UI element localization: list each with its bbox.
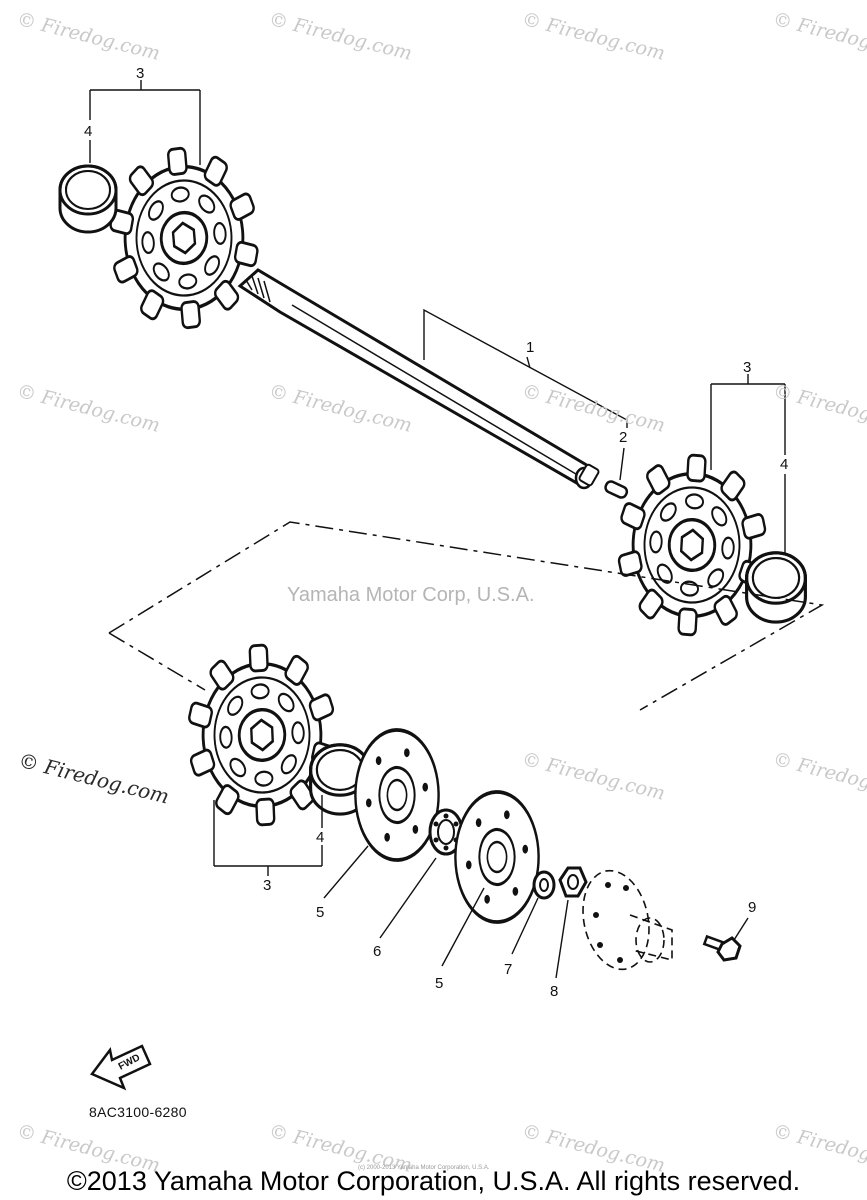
callout-label: 4 xyxy=(84,123,93,140)
bolt xyxy=(702,934,742,962)
washer xyxy=(532,870,556,900)
plate-2 xyxy=(441,771,553,943)
assembly-boundary xyxy=(108,521,825,711)
callout-label: 1 xyxy=(526,339,535,356)
sprocket-right xyxy=(612,447,772,643)
hub-holes xyxy=(593,882,629,963)
callout-label: 3 xyxy=(263,877,272,894)
callout-label: 5 xyxy=(316,904,325,921)
callout-label: 4 xyxy=(780,456,789,473)
callout-label: 8 xyxy=(550,983,559,1000)
callout-label: 5 xyxy=(435,975,444,992)
callout-label: 4 xyxy=(316,829,325,846)
callout-label: 3 xyxy=(743,359,752,376)
callout-label: 2 xyxy=(619,429,628,446)
copyright-notice: ©2013 Yamaha Motor Corporation, U.S.A. A… xyxy=(66,1166,801,1196)
callout-label: 7 xyxy=(504,961,513,978)
nut xyxy=(558,866,588,898)
center-watermark: Yamaha Motor Corp, U.S.A. xyxy=(287,584,535,606)
leader-lines xyxy=(89,80,786,979)
callout-label: 3 xyxy=(136,65,145,82)
collar-upper-left xyxy=(58,164,118,234)
bearing xyxy=(428,808,464,856)
hub-reference xyxy=(582,869,673,971)
sprocket-upper-left xyxy=(101,137,267,339)
callout-label: 6 xyxy=(373,943,382,960)
fwd-arrow-icon xyxy=(90,1044,152,1091)
diagram-code: 8AC3100-6280 xyxy=(89,1104,187,1120)
plate-1 xyxy=(341,709,453,881)
copyright-fine-print: (c) 2000-2013 Yamaha Motor Corporation, … xyxy=(358,1165,490,1171)
collar-right xyxy=(745,551,807,624)
drive-shaft xyxy=(237,268,600,490)
pin xyxy=(604,480,629,499)
callout-label: 9 xyxy=(748,899,757,916)
